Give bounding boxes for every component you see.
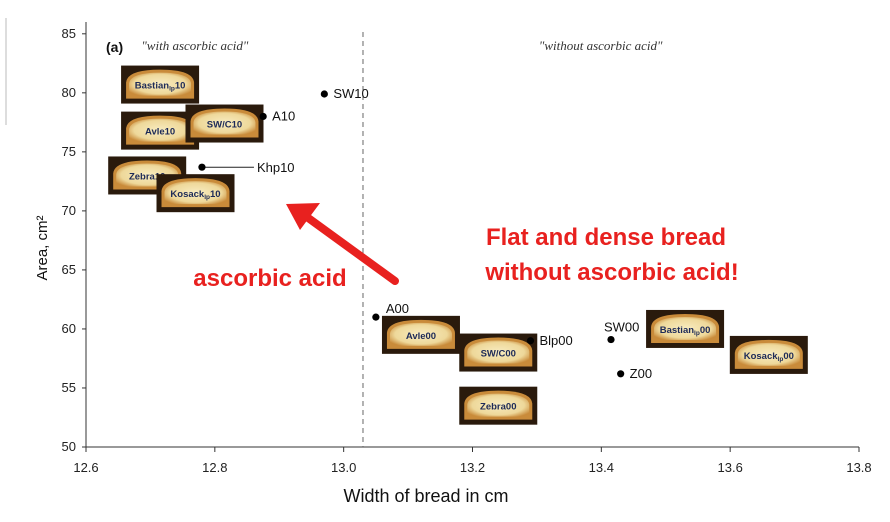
y-tick-label: 50 <box>62 439 76 454</box>
bread-slice-crumb <box>129 118 192 142</box>
x-tick-label: 13.0 <box>331 460 356 475</box>
y-tick-label: 60 <box>62 321 76 336</box>
bread-image: Zebra10 <box>108 156 187 195</box>
y-tick-label: 75 <box>62 144 76 159</box>
bread-image: Avle10 <box>121 111 200 150</box>
data-point <box>617 370 625 378</box>
bread-image-label: Bastianlp00 <box>660 325 711 337</box>
region-label: "without ascorbic acid" <box>539 38 663 53</box>
y-tick-label: 70 <box>62 203 76 218</box>
text-labels: "with ascorbic acid" "without ascorbic ac… <box>141 38 663 53</box>
plot-frame <box>85 22 859 448</box>
y-tick-label: 80 <box>62 85 76 100</box>
x-tick-label: 12.6 <box>73 460 98 475</box>
annotation-without-ascorbic: without ascorbic acid! <box>484 259 738 286</box>
x-tick-label: 13.4 <box>589 460 614 475</box>
point-label: SW10 <box>333 86 368 101</box>
y-axis-ticks: 50 55 60 65 70 75 80 85 <box>62 26 86 454</box>
annotation-arrow <box>296 208 399 285</box>
bread-image: Zebra00 <box>459 386 538 425</box>
bread-image-label: SW/C10 <box>207 120 242 131</box>
x-tick-label: 12.8 <box>202 460 227 475</box>
data-point <box>198 163 206 171</box>
bread-slice-crumb <box>737 342 800 366</box>
x-axis-ticks: 12.6 12.8 13.0 13.2 13.4 13.6 13.8 <box>73 447 872 475</box>
bread-slice-crumb <box>389 322 452 346</box>
bread-image: Bastianlp00 <box>646 309 725 348</box>
region-label: "with ascorbic acid" <box>141 38 249 53</box>
bread-image-label: Zebra10 <box>129 171 165 182</box>
bread-image-label: Kosacklp00 <box>744 351 794 363</box>
point-label: Khp10 <box>257 160 295 175</box>
point-label: A10 <box>272 108 295 123</box>
x-tick-label: 13.6 <box>718 460 743 475</box>
bread-image-label: Avle00 <box>406 331 436 342</box>
bread-slice-crumb <box>129 72 192 96</box>
point-label: Z00 <box>630 366 652 381</box>
point-label: SW00 <box>604 320 639 335</box>
x-axis-title: Width of bread in cm <box>343 486 508 506</box>
y-tick-label: 55 <box>62 380 76 395</box>
bread-image: Kosacklp10 <box>156 174 235 213</box>
bread-image-label: Bastianlp10 <box>135 81 186 93</box>
annotation-ascorbic-acid: ascorbic acid <box>193 265 346 292</box>
annotation-arrow-head <box>286 203 320 230</box>
bread-image-label: Avle10 <box>145 127 175 138</box>
y-tick-label: 65 <box>62 262 76 277</box>
bread-image-label: Kosacklp10 <box>170 189 220 201</box>
data-point <box>320 90 328 98</box>
data-point <box>526 337 535 345</box>
bread-slice-crumb <box>467 340 530 364</box>
data-point <box>372 313 380 321</box>
bread-image: Kosacklp00 <box>729 335 808 374</box>
bread-slice-crumb <box>164 181 227 205</box>
y-tick-label: 85 <box>62 26 76 41</box>
data-point <box>607 335 615 344</box>
bread-slice-crumb <box>654 316 717 340</box>
x-tick-label: 13.8 <box>846 460 871 475</box>
bread-slice-crumb <box>467 393 530 417</box>
point-label: Blp00 <box>539 333 572 348</box>
point-label: A00 <box>386 301 409 316</box>
bread-image: SW/C10 <box>185 104 264 143</box>
bread-image-label: Zebra00 <box>480 402 516 413</box>
y-axis-title: Area, cm² <box>34 215 51 280</box>
panel-label: (a) <box>106 39 123 55</box>
data-point <box>259 112 267 121</box>
x-tick-label: 13.2 <box>460 460 485 475</box>
annotation-flat-dense: Flat and dense bread <box>486 224 726 251</box>
bread-image: SW/C00 <box>459 333 538 372</box>
bread-image: Avle00 <box>381 315 460 354</box>
bread-image: Bastianlp10 <box>121 65 200 104</box>
bread-image-label: SW/C00 <box>481 349 516 360</box>
bread-slice-crumb <box>193 111 256 135</box>
